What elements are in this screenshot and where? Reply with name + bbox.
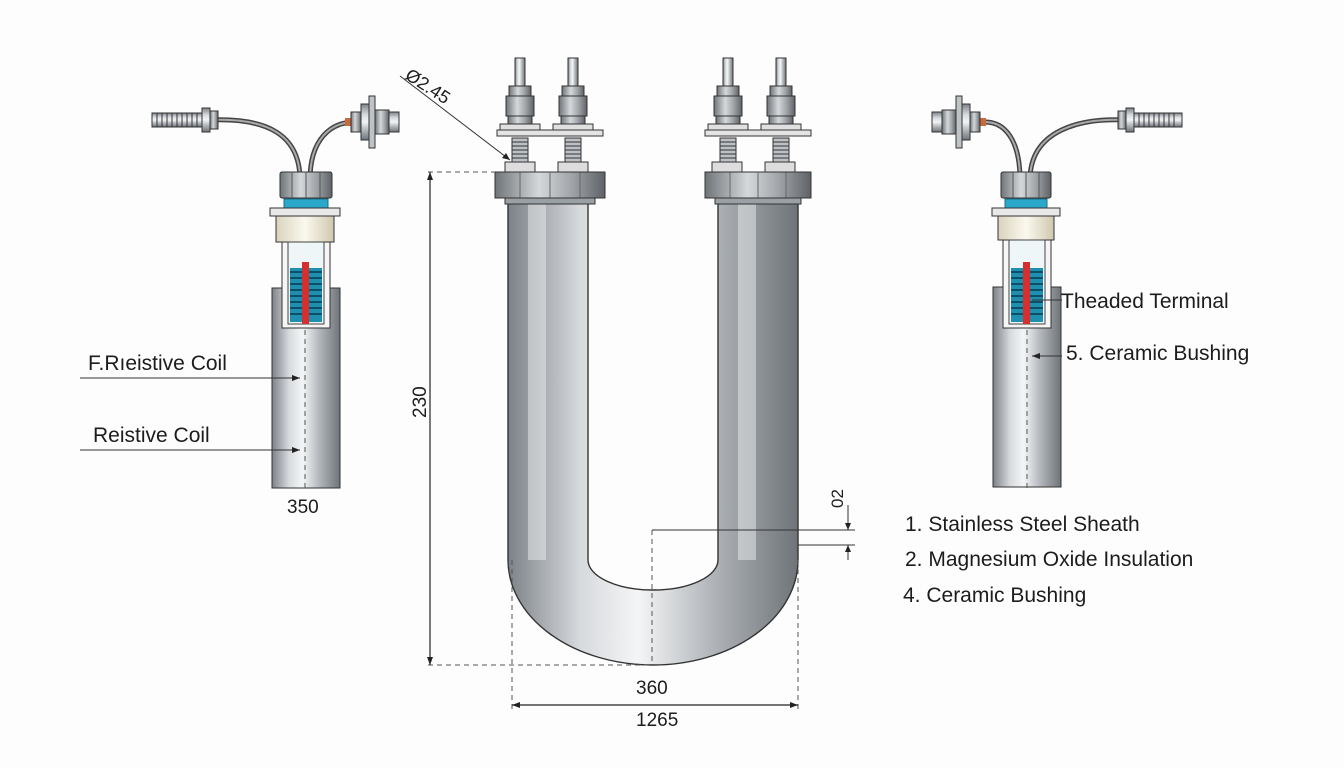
left-wire-1 [209,117,303,181]
stud-1 [499,57,541,163]
right-threaded-stud-icon [1117,107,1183,133]
left-wire-2 [307,119,356,181]
right-section-view [931,95,1183,488]
stud-3 [707,57,749,163]
u-tube-sheath [507,199,799,666]
right-label-terminal: Theaded Terminal [1061,290,1229,313]
right-terminal-head [704,57,812,205]
center-dimensions [399,75,855,712]
right-label-bushing: 5. Ceramic Bushing [1066,342,1249,365]
left-terminal-nut-icon [345,95,400,149]
u-tube-heater [494,57,812,666]
right-ceramic-bushing [997,215,1055,241]
left-label-1: F.Rıeistive Coil [88,352,227,375]
stud-2 [552,57,594,163]
inner-width-dim: 360 [636,678,668,699]
gap-dim: 02 [828,489,847,508]
stud-4 [760,57,802,163]
left-terminal-head [494,57,606,205]
legend-item-1: 1. Stainless Steel Sheath [905,513,1140,536]
legend: 1. Stainless Steel Sheath 2. Magnesium O… [903,513,1193,607]
legend-item-2: 2. Magnesium Oxide Insulation [905,548,1193,571]
overall-width-dim: 1265 [636,710,678,731]
left-ceramic-bushing [275,215,335,243]
left-threaded-stud-icon [151,107,219,133]
right-resistive-coil [1011,262,1043,324]
height-dim: 230 [410,386,431,418]
diameter-dim: Ø2.45 [402,65,454,108]
left-label-2: Reistive Coil [93,424,210,447]
left-seal-ring [283,198,329,209]
legend-item-3: 4. Ceramic Bushing [903,584,1086,607]
left-width-dim: 350 [287,497,319,518]
right-terminal-nut-icon [931,95,986,149]
left-resistive-coil [290,262,322,324]
left-section-view [80,95,400,489]
